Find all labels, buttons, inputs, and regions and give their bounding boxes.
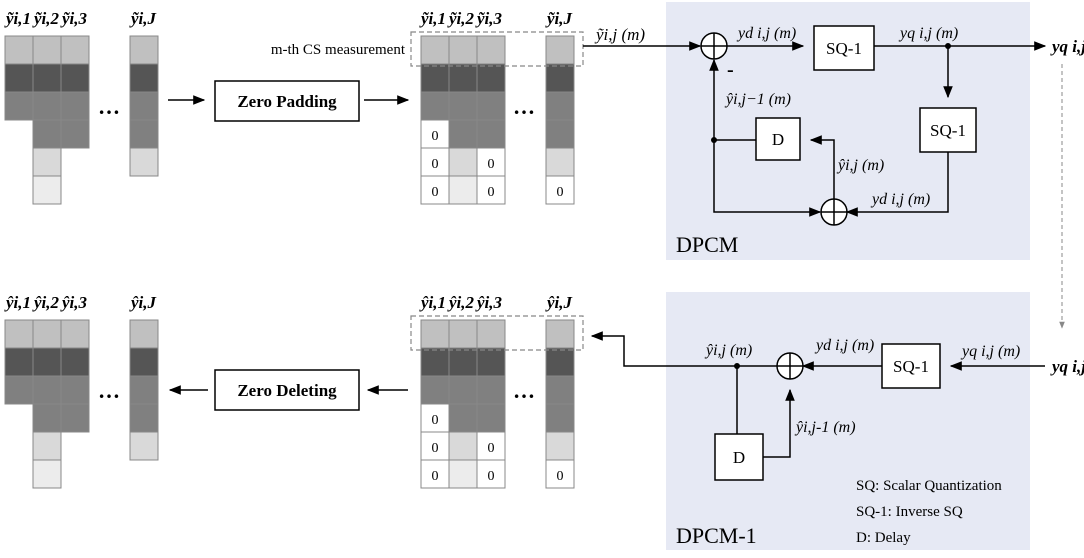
dpcm-title: DPCM [676,232,738,257]
dpcm-output-vector: yq i,j [1050,37,1084,56]
legend-delay: D: Delay [856,530,911,546]
zero-deleting-label: Zero Deleting [237,381,337,400]
zero-padding-label: Zero Padding [237,92,337,111]
dpcm-input-signal: ỹi,j (m) [594,25,645,44]
recon-zero: 0 [488,469,495,484]
pad-zero: 0 [432,157,439,172]
output-ellipsis: … [98,378,120,403]
measurement-highlight [410,31,584,67]
padded-ellipsis: … [513,94,535,119]
input-label-3: ỹi,3 [60,9,88,28]
dpcm-recon-diff: yd i,j (m) [870,191,930,208]
idpcm-delay-label: D [733,448,745,467]
legend-sq: SQ: Scalar Quantization [856,478,1002,494]
padded-label-J: ỹi,J [545,9,573,28]
zero-padding-box [214,80,360,122]
dpcm-recon-line [845,152,949,217]
input-ellipsis: … [98,94,120,119]
idpcm-output-signal: ŷi,j (m) [704,342,752,359]
output-label-1: ŷi,1 [4,293,31,312]
idpcm-feedback [763,388,795,458]
dpcm-diff-signal: yd i,j (m) [736,25,796,42]
idpcm-title: DPCM-1 [676,523,757,548]
dpcm-pred-signal: ŷi,j (m) [836,157,884,174]
idpcm-output-line [590,331,777,367]
dpcm-pred-line [809,135,835,199]
recon-matrix-bottom [420,319,575,489]
measurement-label: m-th CS measurement [271,42,406,58]
dpcm-delay-box [755,117,801,161]
idpcm-adder [776,352,804,380]
pad-zero: 0 [432,129,439,144]
recon-zero: 0 [432,441,439,456]
recon-zero: 0 [488,441,495,456]
recon-label-2: ŷi,2 [447,293,475,312]
idpcm-diff-signal: yd i,j (m) [814,337,874,354]
pad-zero: 0 [557,185,564,200]
recon-label-1: ŷi,1 [419,293,446,312]
recon-label-3: ŷi,3 [475,293,503,312]
recon-label-J: ŷi,J [545,293,573,312]
dpcm-inv-sq-label: SQ-1 [930,121,966,140]
output-label-J: ŷi,J [129,293,157,312]
idpcm-prev-signal: ŷi,j-1 (m) [794,419,856,436]
padded-label-3: ỹi,3 [475,9,503,28]
dpcm-minus: - [727,59,734,81]
idpcm-input-signal: yq i,j (m) [960,343,1020,360]
pad-zero: 0 [432,185,439,200]
dpcm-recon-adder [820,198,848,226]
recon-zero: 0 [432,469,439,484]
dpcm-prev-pred: ŷi,j−1 (m) [724,91,791,108]
dpcm-adder [700,32,728,60]
dpcm-quant-signal: yq i,j (m) [898,25,958,42]
input-label-2: ỹi,2 [32,9,60,28]
input-label-1: ỹi,1 [4,9,31,28]
recon-zero: 0 [557,469,564,484]
idpcm-delay-box [714,433,764,481]
dpcm-inv-sq-box [919,107,977,153]
dpcm-sq-box [813,25,875,71]
pad-zero: 0 [488,185,495,200]
dpcm-delay-label: D [772,130,784,149]
output-matrix-bottom [4,319,159,489]
idpcm-inv-sq-box [881,343,941,389]
recon-zero: 0 [432,413,439,428]
zero-deleting-box [214,369,360,411]
padded-label-1: ỹi,1 [419,9,446,28]
dpcm-sq-label: SQ-1 [826,39,862,58]
output-label-2: ŷi,2 [32,293,60,312]
idpcm-panel [666,292,1030,550]
input-label-J: ỹi,J [129,9,157,28]
legend-inv-sq: SQ-1: Inverse SQ [856,504,963,520]
padded-matrix-top [420,35,575,205]
recon-ellipsis: … [513,378,535,403]
output-label-3: ŷi,3 [60,293,88,312]
input-matrix-top [4,35,159,205]
pad-zero: 0 [488,157,495,172]
dpcm-fb-down [713,140,822,217]
idpcm-inv-sq-label: SQ-1 [893,357,929,376]
padded-label-2: ỹi,2 [447,9,475,28]
recon-measurement-highlight [410,315,584,351]
idpcm-input-vector: yq i,j [1050,357,1084,376]
